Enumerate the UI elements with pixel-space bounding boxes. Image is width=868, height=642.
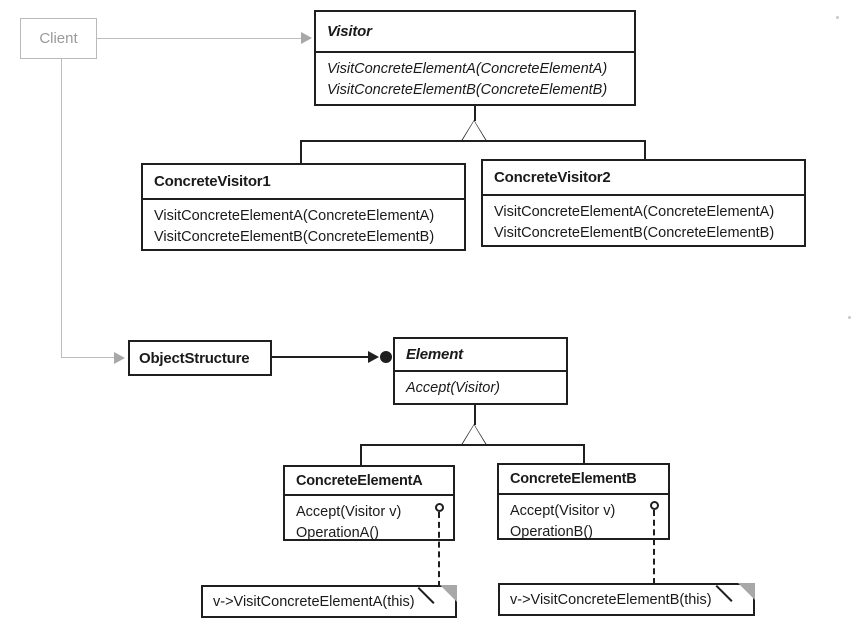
element-aggregation-dot — [380, 351, 392, 363]
class-separator — [285, 494, 453, 496]
class-box-visitor[interactable]: Visitor VisitConcreteElementA(ConcreteEl… — [314, 10, 636, 106]
class-separator — [316, 51, 634, 53]
class-separator — [395, 370, 566, 372]
class-operations-concretevisitor2: VisitConcreteElementA(ConcreteElementA) … — [483, 196, 804, 244]
class-box-objectstructure[interactable]: ObjectStructure — [128, 340, 272, 376]
class-name-concreteelementb: ConcreteElementB — [510, 471, 637, 487]
class-name-concretevisitor1: ConcreteVisitor1 — [154, 173, 271, 190]
client-down-line — [61, 59, 62, 358]
operation-row: Accept(Visitor) — [406, 380, 501, 396]
class-separator — [483, 194, 804, 196]
note-link-dashed-a — [438, 512, 440, 587]
note-fold-icon — [440, 585, 457, 602]
element-generalization-bar — [360, 444, 585, 446]
note-fold-edge — [715, 585, 733, 602]
class-operations-concretevisitor1: VisitConcreteElementA(ConcreteElementA) … — [143, 200, 464, 248]
note-anchor-circle-a — [435, 503, 444, 512]
note-box-b[interactable]: v->VisitConcreteElementB(this) — [498, 583, 755, 616]
scan-speck — [836, 16, 839, 19]
operation-row: OperationA() — [296, 525, 380, 541]
client-label: Client — [39, 30, 78, 47]
class-operations-element: Accept(Visitor) — [395, 372, 566, 399]
note-box-a[interactable]: v->VisitConcreteElementA(this) — [201, 585, 457, 618]
class-box-concreteelementb[interactable]: ConcreteElementB Accept(Visitor v) Opera… — [497, 463, 670, 540]
class-name-concretevisitor2: ConcreteVisitor2 — [494, 169, 611, 186]
note-fold-edge — [417, 587, 435, 604]
objectstructure-to-element-arrowhead — [368, 351, 379, 363]
class-name-objectstructure: ObjectStructure — [139, 349, 250, 367]
class-box-concretevisitor2[interactable]: ConcreteVisitor2 VisitConcreteElementA(C… — [481, 159, 806, 247]
operation-row: VisitConcreteElementA(ConcreteElementA) — [154, 208, 435, 224]
class-separator — [143, 198, 464, 200]
scan-speck — [848, 316, 851, 319]
operation-row: VisitConcreteElementB(ConcreteElementB) — [327, 82, 608, 98]
operation-row: Accept(Visitor v) — [296, 504, 402, 520]
class-box-concretevisitor1[interactable]: ConcreteVisitor1 VisitConcreteElementA(C… — [141, 163, 466, 251]
element-branch-right — [583, 444, 585, 463]
visitor-branch-left — [300, 140, 302, 163]
client-to-objectstructure-arrowhead — [114, 352, 125, 364]
operation-row: VisitConcreteElementA(ConcreteElementA) — [494, 204, 775, 220]
note-link-dashed-b — [653, 510, 655, 584]
class-separator — [499, 493, 668, 495]
note-fold-icon — [738, 583, 755, 600]
class-name-concreteelementa: ConcreteElementA — [296, 472, 423, 489]
class-operations-visitor: VisitConcreteElementA(ConcreteElementA) … — [316, 53, 634, 101]
client-box[interactable]: Client — [20, 18, 97, 59]
element-branch-left — [360, 444, 362, 465]
operation-row: OperationB() — [510, 524, 594, 540]
operation-row: VisitConcreteElementA(ConcreteElementA) — [327, 61, 608, 77]
element-generalization-stem — [474, 405, 476, 425]
client-to-visitor-arrowhead — [301, 32, 312, 44]
operation-row: Accept(Visitor v) — [510, 503, 616, 519]
class-box-element[interactable]: Element Accept(Visitor) — [393, 337, 568, 405]
objectstructure-to-element-line — [272, 356, 370, 358]
note-anchor-circle-b — [650, 501, 659, 510]
class-operations-concreteelementb: Accept(Visitor v) OperationB() — [499, 495, 668, 543]
operation-row: VisitConcreteElementB(ConcreteElementB) — [154, 229, 435, 245]
visitor-branch-right — [644, 140, 646, 159]
class-box-concreteelementa[interactable]: ConcreteElementA Accept(Visitor v) Opera… — [283, 465, 455, 541]
note-text-b: v->VisitConcreteElementB(this) — [510, 591, 712, 608]
visitor-generalization-bar — [300, 140, 646, 142]
client-to-objectstructure-line — [61, 357, 115, 358]
class-operations-concreteelementa: Accept(Visitor v) OperationA() — [285, 496, 453, 544]
class-name-element: Element — [406, 346, 463, 363]
class-name-visitor: Visitor — [327, 23, 372, 40]
note-text-a: v->VisitConcreteElementA(this) — [213, 593, 415, 610]
visitor-generalization-stem — [474, 106, 476, 121]
client-to-visitor-line — [97, 38, 303, 39]
operation-row: VisitConcreteElementB(ConcreteElementB) — [494, 225, 775, 241]
